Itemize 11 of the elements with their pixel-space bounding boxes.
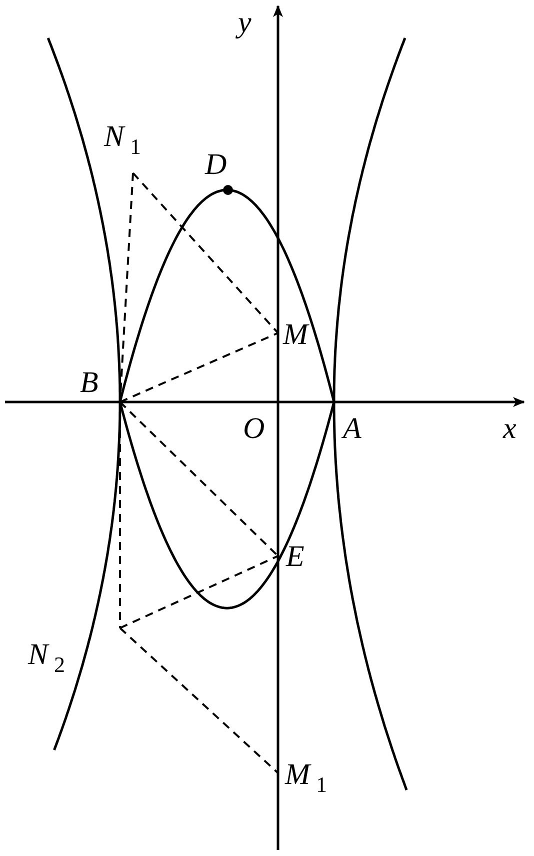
- axis-label: y: [238, 8, 252, 38]
- point-label: M$_{1}$: [285, 760, 327, 799]
- point-label: B: [80, 368, 98, 398]
- point-label: O: [243, 414, 265, 444]
- axis-label: x: [503, 414, 516, 444]
- point-label: D: [205, 150, 227, 180]
- point-label: N$_{2}$: [28, 640, 66, 679]
- point-label: N$_{1}$: [104, 122, 142, 161]
- point-label: E: [286, 542, 304, 572]
- point-label: A: [343, 414, 362, 444]
- point-label: M: [283, 320, 308, 350]
